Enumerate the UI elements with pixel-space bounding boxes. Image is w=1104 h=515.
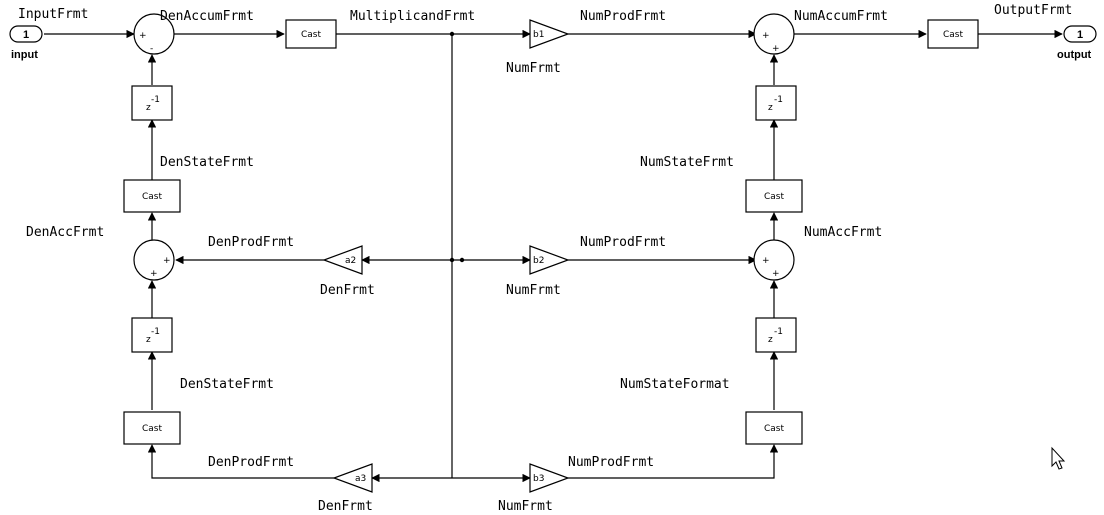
cast-block-num-state-lower-label: Cast [764, 424, 784, 434]
num-sum-middle-plus-left: + [762, 256, 770, 266]
label-num-state-frmt-upper: NumStateFrmt [640, 155, 734, 170]
label-num-frmt-mid: NumFrmt [506, 283, 561, 298]
mouse-cursor-icon [1051, 446, 1066, 470]
cast-block-den-state-upper-label: Cast [142, 192, 162, 202]
wire-a3-to-den-cast2 [147, 444, 334, 479]
cast-block-den-state-lower[interactable]: Cast [123, 411, 181, 445]
input-port-label: input [11, 49, 38, 61]
num-sum-middle-plus-bottom: + [772, 269, 780, 279]
gain-block-b2[interactable]: b2 [529, 245, 570, 275]
label-input-frmt: InputFrmt [18, 7, 88, 22]
gain-block-a3[interactable]: a3 [332, 463, 373, 493]
label-num-prod-frmt-mid: NumProdFrmt [580, 235, 666, 250]
delay-den-lower-exp: -1 [151, 327, 160, 337]
gain-a3-label: a3 [355, 474, 366, 484]
cast-block-den-state-lower-label: Cast [142, 424, 162, 434]
cast-block-num-state-upper[interactable]: Cast [745, 179, 803, 213]
label-den-frmt-bottom: DenFrmt [318, 499, 373, 514]
den-sum-top-minus: - [150, 44, 153, 54]
label-den-state-frmt-lower: DenStateFrmt [180, 377, 274, 392]
label-num-frmt-top: NumFrmt [506, 61, 561, 76]
junction-middle-a [449, 257, 455, 263]
label-output-frmt: OutputFrmt [994, 3, 1072, 18]
label-num-accum-frmt: NumAccumFrmt [794, 9, 888, 24]
delay-block-den-upper[interactable]: z -1 [131, 85, 173, 121]
gain-block-a2[interactable]: a2 [322, 245, 363, 275]
gain-block-b1[interactable]: b1 [529, 19, 570, 49]
num-sum-middle[interactable]: + + [753, 239, 795, 281]
den-sum-top[interactable]: + - [133, 13, 175, 55]
delay-den-upper-z: z [146, 103, 151, 113]
label-den-acc-frmt: DenAccFrmt [26, 225, 104, 240]
gain-b2-label: b2 [533, 256, 544, 266]
delay-num-upper-exp: -1 [774, 95, 783, 105]
label-num-frmt-bottom: NumFrmt [498, 499, 553, 514]
gain-b1-label: b1 [533, 30, 544, 40]
label-den-prod-frmt-bottom: DenProdFrmt [208, 455, 294, 470]
num-sum-top[interactable]: + + [753, 13, 795, 55]
output-port-label: output [1057, 49, 1092, 61]
delay-num-lower-z: z [768, 335, 773, 345]
wire-b3-to-num-cast2 [568, 444, 779, 479]
label-num-state-format-lower: NumStateFormat [620, 377, 730, 392]
delay-den-upper-exp: -1 [151, 95, 160, 105]
cast-block-den-accum[interactable]: Cast [285, 19, 337, 49]
gain-block-b3[interactable]: b3 [529, 463, 570, 493]
input-port-number: 1 [23, 29, 29, 41]
cast-block-den-accum-label: Cast [301, 30, 321, 40]
label-den-accum-frmt: DenAccumFrmt [160, 9, 254, 24]
delay-block-den-lower[interactable]: z -1 [131, 317, 173, 353]
cast-block-output-label: Cast [943, 30, 963, 40]
den-sum-middle[interactable]: + + [133, 239, 175, 281]
label-den-prod-frmt-mid: DenProdFrmt [208, 235, 294, 250]
delay-den-lower-z: z [146, 335, 151, 345]
output-port-number: 1 [1077, 29, 1083, 41]
signal-labels: InputFrmt DenAccumFrmt MultiplicandFrmt … [18, 3, 1072, 514]
den-sum-top-plus: + [139, 31, 147, 41]
den-sum-middle-plus-right: + [163, 256, 171, 266]
junction-top [449, 31, 455, 37]
label-multiplicand-frmt: MultiplicandFrmt [350, 9, 475, 24]
delay-num-upper-z: z [768, 103, 773, 113]
label-den-state-frmt-upper: DenStateFrmt [160, 155, 254, 170]
num-sum-top-plus-left: + [762, 31, 770, 41]
label-num-prod-frmt-bottom: NumProdFrmt [568, 455, 654, 470]
cast-block-num-state-upper-label: Cast [764, 192, 784, 202]
cast-block-den-state-upper[interactable]: Cast [123, 179, 181, 213]
delay-num-lower-exp: -1 [774, 327, 783, 337]
signal-wires [44, 29, 1063, 483]
junction-middle-b [459, 257, 465, 263]
label-num-acc-frmt: NumAccFrmt [804, 225, 882, 240]
gain-a2-label: a2 [345, 256, 356, 266]
cast-block-num-state-lower[interactable]: Cast [745, 411, 803, 445]
cast-block-output[interactable]: Cast [927, 19, 979, 49]
num-sum-top-plus-bottom: + [772, 44, 780, 54]
input-port[interactable]: 1 [9, 25, 43, 43]
label-num-prod-frmt-top: NumProdFrmt [580, 9, 666, 24]
label-den-frmt-mid: DenFrmt [320, 283, 375, 298]
output-port[interactable]: 1 [1063, 25, 1097, 43]
delay-block-num-upper[interactable]: z -1 [755, 85, 797, 121]
den-sum-middle-plus-bottom: + [150, 269, 158, 279]
gain-b3-label: b3 [533, 474, 544, 484]
delay-block-num-lower[interactable]: z -1 [755, 317, 797, 353]
